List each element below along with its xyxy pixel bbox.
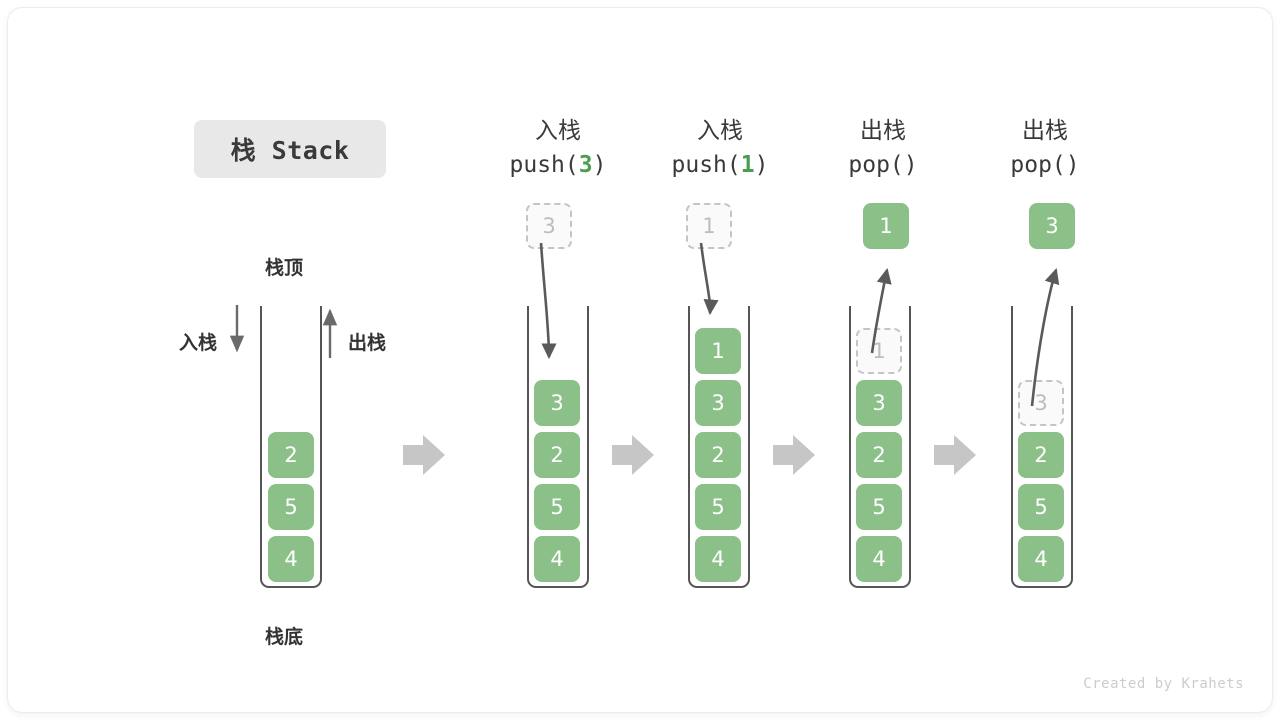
base-pop-label: 出栈 (348, 332, 387, 354)
step-pop-1-cell-2: 2 (856, 432, 902, 478)
step-push-1-header: 入栈 push(1) (630, 114, 810, 182)
step-push-1-motion-arrow-icon (699, 242, 719, 316)
step-push-3-floating-cell: 3 (526, 203, 572, 249)
step-push-3-cell-3: 4 (534, 536, 580, 582)
step-pop-1-cell-3: 5 (856, 484, 902, 530)
credit-text: Created by Krahets (1083, 676, 1244, 692)
step-push-3-cell-2: 5 (534, 484, 580, 530)
step-push-1-cell-3: 5 (695, 484, 741, 530)
code-suffix: ) (592, 152, 607, 178)
step-separator-arrow-4 (934, 435, 976, 475)
step-push-1-cell-4: 4 (695, 536, 741, 582)
step-push-3-stack-container (527, 306, 589, 588)
step-pop-2-stack-container (1011, 306, 1073, 588)
step-pop-2-cell-0: 3 (1018, 380, 1064, 426)
code-prefix: pop( (1010, 152, 1066, 178)
code-suffix: ) (1065, 152, 1080, 178)
base-stack-container (260, 306, 322, 588)
step-push-3-cell-0: 3 (534, 380, 580, 426)
code-prefix: push( (509, 152, 579, 178)
code-value: 1 (740, 152, 755, 178)
step-push-3-header: 入栈 push(3) (468, 114, 648, 182)
step-pop-1-title: 出栈 (860, 118, 906, 144)
step-pop-1-code: pop() (793, 148, 973, 182)
title-badge: 栈 Stack (194, 120, 386, 178)
base-cell-2: 4 (268, 536, 314, 582)
step-push-1-floating-cell: 1 (686, 203, 732, 249)
step-pop-2-header: 出栈 pop() (955, 114, 1135, 182)
step-pop-1-cell-0: 1 (856, 328, 902, 374)
step-pop-2-floating-cell: 3 (1029, 203, 1075, 249)
step-separator-arrow-2 (612, 435, 654, 475)
step-push-1-stack-container (688, 306, 750, 588)
step-pop-1-header: 出栈 pop() (793, 114, 973, 182)
step-pop-2-cell-2: 5 (1018, 484, 1064, 530)
code-prefix: push( (671, 152, 741, 178)
step-push-1-title: 入栈 (697, 118, 743, 144)
step-separator-arrow-1 (403, 435, 445, 475)
step-pop-1-cell-4: 4 (856, 536, 902, 582)
stack-bottom-label: 栈底 (265, 626, 304, 648)
base-push-label: 入栈 (179, 332, 218, 354)
step-pop-2-title: 出栈 (1022, 118, 1068, 144)
step-push-3-code: push(3) (468, 148, 648, 182)
step-push-1-code: push(1) (630, 148, 810, 182)
step-pop-2-code: pop() (955, 148, 1135, 182)
base-cell-1: 5 (268, 484, 314, 530)
step-pop-1-stack-container (849, 306, 911, 588)
step-pop-1-floating-cell: 1 (863, 203, 909, 249)
step-pop-1-cell-1: 3 (856, 380, 902, 426)
code-value: 3 (578, 152, 593, 178)
diagram-canvas: 栈 Stack 栈顶 栈底 入栈 出栈 2 5 4 入栈 push(3) 3 3… (8, 8, 1272, 712)
step-push-1-cell-1: 3 (695, 380, 741, 426)
code-prefix: pop( (848, 152, 904, 178)
code-suffix: ) (754, 152, 769, 178)
code-suffix: ) (903, 152, 918, 178)
step-pop-2-cell-1: 2 (1018, 432, 1064, 478)
stack-top-label: 栈顶 (265, 257, 304, 279)
base-cell-0: 2 (268, 432, 314, 478)
step-pop-2-cell-3: 4 (1018, 536, 1064, 582)
step-push-3-title: 入栈 (535, 118, 581, 144)
step-separator-arrow-3 (773, 435, 815, 475)
step-push-3-cell-1: 2 (534, 432, 580, 478)
step-push-1-cell-2: 2 (695, 432, 741, 478)
step-push-1-cell-0: 1 (695, 328, 741, 374)
